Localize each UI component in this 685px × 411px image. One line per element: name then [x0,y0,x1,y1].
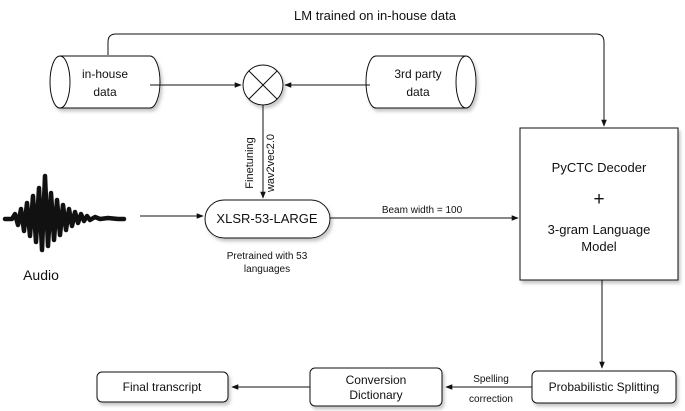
final-transcript-node [96,371,229,403]
xlsr-model-node [204,199,331,239]
decoder-line2: 3-gram Language [548,222,651,237]
junction-cross-line-b [248,70,278,100]
wav2vec-label: wav2vec2.0 [265,134,277,193]
xlsr-label: XLSR-53-LARGE [216,211,317,226]
xlsr-sub-line1: Pretrained with 53 [227,251,308,262]
decoder-plus: + [593,189,604,210]
audio-label: Audio [23,267,59,283]
conversion-line1: Conversion [346,373,407,387]
lm-training-edge [107,33,607,127]
finetuning-label: Finetuning [244,137,256,188]
correction-label: correction [469,394,513,405]
conversion-line2: Dictionary [349,388,402,402]
inhouse-label-line1: in-house [82,67,128,81]
xlsr-sub-line2: languages [244,264,290,275]
third-party-data-node [365,55,477,109]
third-party-label-line1: 3rd party [394,67,441,81]
audio-waveform-icon [2,173,127,253]
final-transcript-label: Final transcript [123,380,202,394]
top-caption: LM trained on in-house data [294,8,457,23]
third-party-label-line2: data [406,85,430,99]
decoder-node [519,127,679,281]
beam-width-label: Beam width = 100 [382,205,463,216]
decoder-line3: Model [581,239,617,254]
splitting-label: Probabilistic Splitting [549,380,660,394]
decoder-line1: PyCTC Decoder [552,160,647,175]
spelling-label: Spelling [473,374,509,385]
inhouse-data-node [49,55,161,109]
inhouse-label-line2: data [93,85,117,99]
